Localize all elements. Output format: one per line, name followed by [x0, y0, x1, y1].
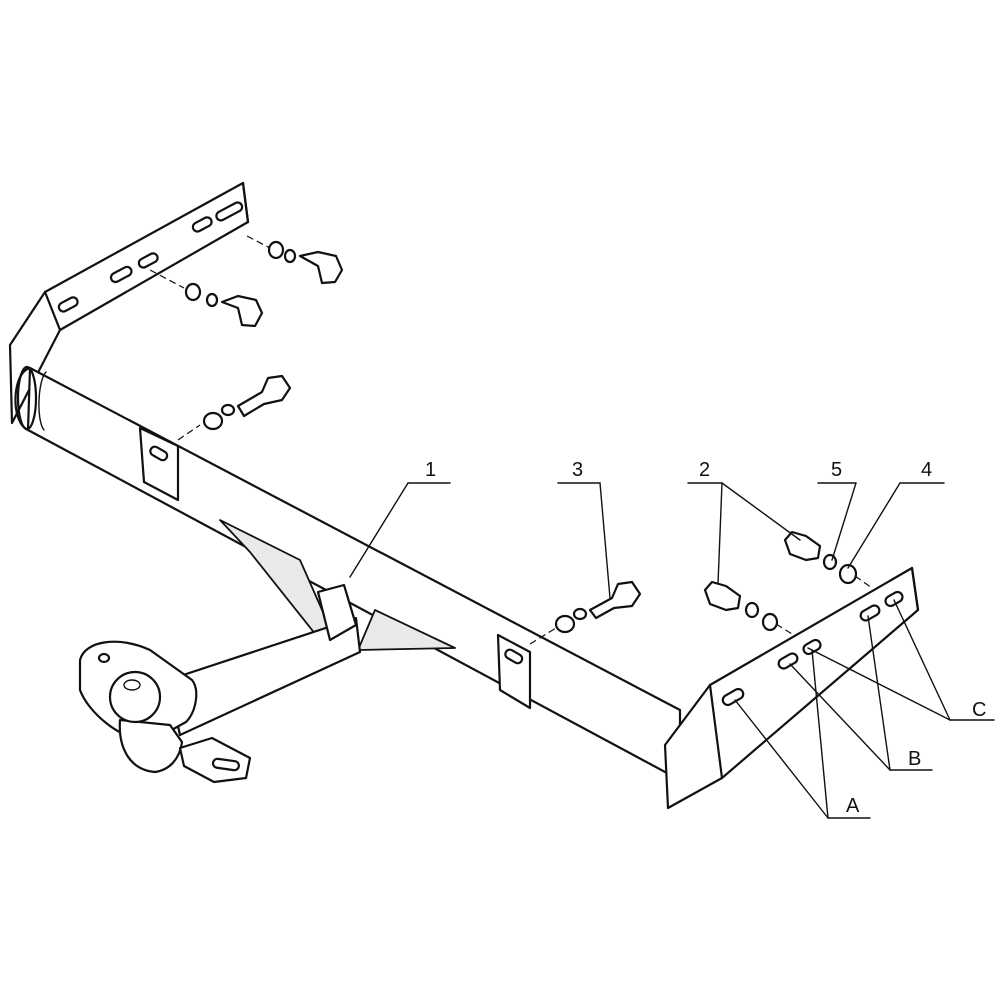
- callout-2: 2: [699, 459, 710, 481]
- gusset-plates: [219, 519, 456, 651]
- fasteners-upper-left: [149, 235, 344, 441]
- right-tube-bracket: [496, 633, 532, 710]
- right-mounting-plate: [663, 566, 920, 810]
- callout-C: C: [972, 699, 986, 721]
- callout-B: B: [908, 748, 921, 770]
- left-tube-bracket: [138, 426, 180, 502]
- left-plate-slots: [57, 201, 244, 313]
- drawbar: [166, 583, 362, 737]
- tow-eye-plate: [178, 736, 252, 784]
- fasteners-right: [703, 530, 873, 635]
- callout-1: 1: [425, 459, 436, 481]
- callout-labels: 1 3 2 5 4 A B C: [425, 459, 986, 817]
- callout-4: 4: [921, 459, 932, 481]
- fasteners-center: [529, 580, 642, 645]
- left-mounting-plate: [8, 181, 250, 425]
- leader-lines: [349, 482, 995, 819]
- callout-A: A: [846, 795, 860, 817]
- tow-ball-assembly: [78, 640, 198, 774]
- callout-5: 5: [831, 459, 842, 481]
- callout-3: 3: [572, 459, 583, 481]
